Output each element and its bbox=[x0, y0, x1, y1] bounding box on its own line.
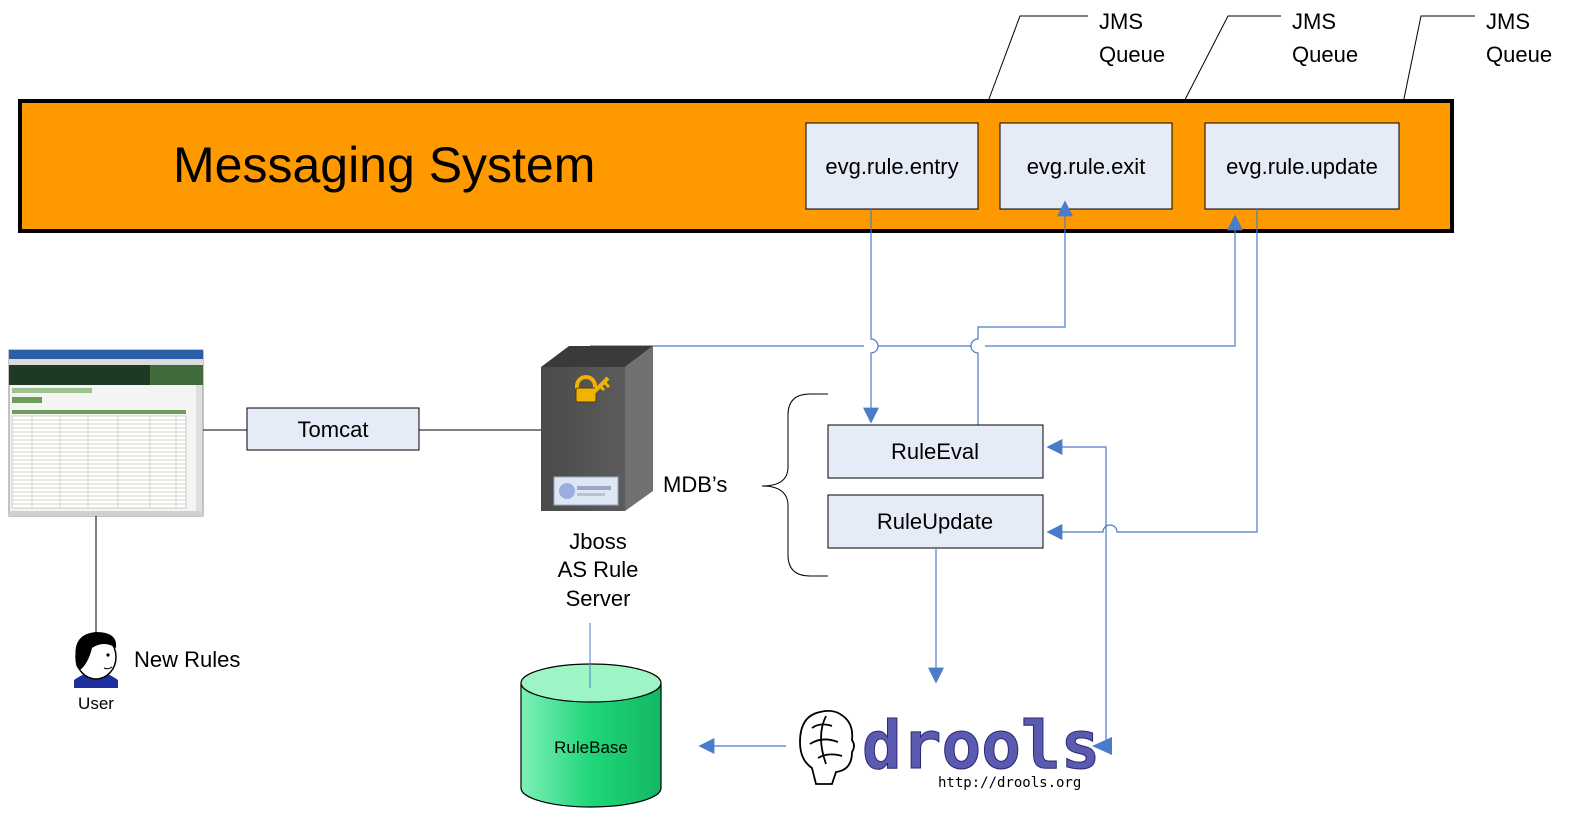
arrow-ruleeval-to-exit bbox=[970, 200, 1073, 425]
callout-jms-label: JMS bbox=[1099, 9, 1143, 34]
callout-queue-label: Queue bbox=[1292, 42, 1358, 67]
server-label-line-1: Jboss bbox=[569, 529, 626, 554]
mdb-group: MDB’s bbox=[663, 393, 828, 577]
ruleupdate-box[interactable]: RuleUpdate bbox=[827, 494, 1044, 549]
callout-queue-label: Queue bbox=[1099, 42, 1165, 67]
server-badge-image bbox=[553, 476, 619, 506]
mdb-label: MDB’s bbox=[663, 472, 727, 497]
key-lock-icon bbox=[575, 375, 611, 403]
queue-exit-label: evg.rule.exit bbox=[1027, 154, 1146, 179]
queue-update-label: evg.rule.update bbox=[1226, 154, 1378, 179]
queue-entry-label: evg.rule.entry bbox=[825, 154, 958, 179]
arrow-entry-to-ruleeval bbox=[863, 209, 879, 424]
queue-update[interactable]: evg.rule.update bbox=[1204, 122, 1400, 210]
server-label-line-2: AS Rule bbox=[558, 557, 639, 582]
drools-logo: drools http://drools.org bbox=[799, 707, 1101, 791]
arrow-server-to-update bbox=[590, 216, 1235, 347]
drools-wordmark: drools bbox=[862, 707, 1100, 784]
callout-queue-label: Queue bbox=[1486, 42, 1552, 67]
rulebase-cylinder[interactable]: RuleBase bbox=[520, 663, 662, 808]
tomcat-box[interactable]: Tomcat bbox=[246, 407, 420, 451]
mdb-brace bbox=[761, 393, 828, 577]
web-app-screenshot[interactable] bbox=[8, 349, 204, 517]
user-icon bbox=[74, 632, 118, 688]
queue-exit[interactable]: evg.rule.exit bbox=[999, 122, 1173, 210]
jms-callout-exit: JMS Queue bbox=[1172, 9, 1358, 124]
tomcat-label: Tomcat bbox=[298, 417, 369, 442]
ruleeval-label: RuleEval bbox=[891, 439, 979, 464]
server-label-line-3: Server bbox=[566, 586, 631, 611]
callout-jms-label: JMS bbox=[1292, 9, 1336, 34]
ruleeval-box[interactable]: RuleEval bbox=[827, 424, 1044, 479]
new-rules-label: New Rules bbox=[134, 647, 240, 672]
arrow-drools-to-ruleeval bbox=[1046, 439, 1110, 746]
user-caption: User bbox=[78, 694, 114, 713]
ruleupdate-label: RuleUpdate bbox=[877, 509, 993, 534]
drools-url: http://drools.org bbox=[938, 775, 1081, 791]
arrow-into-drools bbox=[1092, 737, 1112, 755]
jms-callout-entry: JMS Queue bbox=[979, 9, 1165, 124]
messaging-system-title: Messaging System bbox=[173, 137, 595, 193]
jms-callout-update: JMS Queue bbox=[1398, 9, 1552, 124]
jboss-server[interactable]: Jboss AS Rule Server bbox=[541, 346, 653, 611]
callout-jms-label: JMS bbox=[1486, 9, 1530, 34]
rulebase-label: RuleBase bbox=[554, 738, 628, 757]
arrow-update-to-ruleupdate bbox=[1046, 209, 1258, 540]
queue-entry[interactable]: evg.rule.entry bbox=[805, 122, 979, 210]
drools-head-icon bbox=[799, 709, 855, 785]
screenshot-table-rows bbox=[11, 415, 187, 509]
